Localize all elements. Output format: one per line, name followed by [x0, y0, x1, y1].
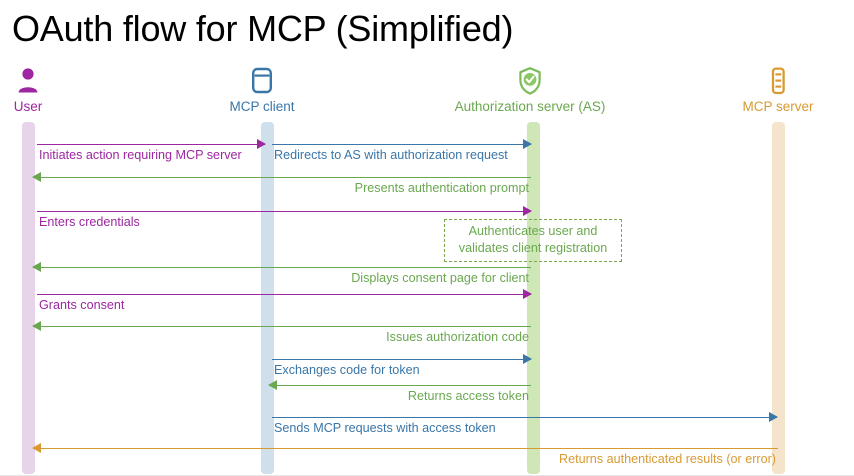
message-line — [269, 385, 531, 386]
arrowhead-left-icon — [32, 321, 41, 332]
shield-check-icon — [440, 62, 620, 96]
message-label: Returns authenticated results (or error) — [559, 452, 776, 466]
page-title: OAuth flow for MCP (Simplified) — [12, 8, 514, 49]
message-label: Initiates action requiring MCP server — [39, 148, 242, 162]
lifeline-mcp-client — [261, 122, 274, 474]
participant-authorization-server: Authorization server (AS) — [440, 62, 620, 115]
arrowhead-left-icon — [32, 262, 41, 273]
message-label: Sends MCP requests with access token — [274, 421, 496, 435]
message-label: Exchanges code for token — [274, 363, 420, 377]
participant-label-mcp-client: MCP client — [229, 99, 295, 114]
note-authenticates-user: Authenticates user and validates client … — [444, 219, 622, 262]
message-line — [33, 177, 531, 178]
participant-mcp-client: MCP client — [172, 62, 352, 115]
message-line — [272, 417, 777, 418]
window-device-icon — [172, 62, 352, 96]
participant-label-authorization-server: Authorization server (AS) — [454, 99, 606, 114]
arrowhead-left-icon — [32, 172, 41, 183]
message-label: Enters credentials — [39, 215, 140, 229]
participant-mcp-server: MCP server — [688, 62, 854, 115]
message-label: Redirects to AS with authorization reque… — [274, 148, 508, 162]
server-rack-icon — [688, 62, 854, 96]
message-line — [37, 211, 531, 212]
arrowhead-right-icon — [257, 139, 266, 150]
message-line — [272, 144, 531, 145]
lifeline-mcp-server — [772, 122, 785, 474]
lifeline-user — [22, 122, 35, 474]
message-label: Grants consent — [39, 298, 125, 312]
message-line — [33, 448, 778, 449]
message-line — [37, 294, 531, 295]
note-line-1: Authenticates user and — [468, 224, 598, 238]
message-line — [33, 267, 531, 268]
arrowhead-right-icon — [523, 206, 532, 217]
arrowhead-right-icon — [523, 354, 532, 365]
message-label: Presents authentication prompt — [354, 181, 529, 195]
message-line — [37, 144, 265, 145]
arrowhead-right-icon — [769, 412, 778, 423]
message-label: Returns access token — [407, 389, 529, 403]
participant-label-mcp-server: MCP server — [742, 99, 814, 114]
arrowhead-right-icon — [523, 289, 532, 300]
message-label: Issues authorization code — [386, 330, 529, 344]
person-icon — [0, 62, 118, 96]
arrowhead-left-icon — [32, 443, 41, 454]
message-line — [33, 326, 531, 327]
message-label: Displays consent page for client — [351, 271, 529, 285]
arrowhead-left-icon — [268, 380, 277, 391]
participant-user: User — [0, 62, 118, 115]
note-line-2: validates client registration — [458, 241, 608, 255]
participant-label-user: User — [13, 99, 43, 114]
message-line — [272, 359, 531, 360]
arrowhead-right-icon — [523, 139, 532, 150]
